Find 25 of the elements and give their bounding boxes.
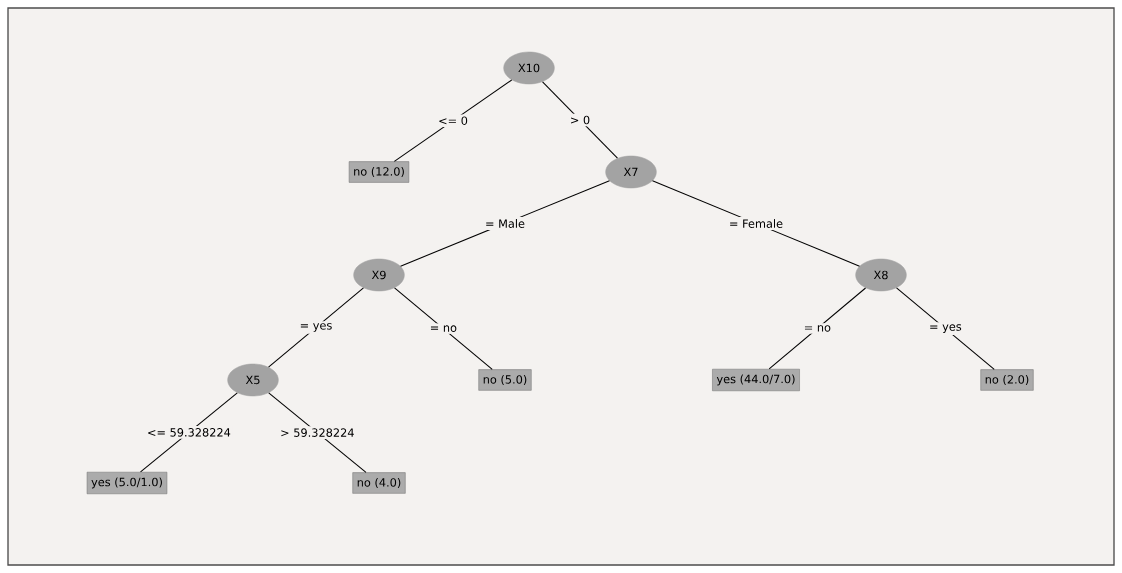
edge-label: = yes xyxy=(927,322,964,335)
edge-label: <= 59.328224 xyxy=(145,426,233,439)
tree-branch xyxy=(393,79,513,162)
leaf-box: no (5.0) xyxy=(478,369,532,391)
decision-node: X5 xyxy=(227,363,279,397)
leaf-box: no (2.0) xyxy=(980,369,1034,391)
leaf-box: yes (5.0/1.0) xyxy=(86,471,168,495)
leaf-box: yes (44.0/7.0) xyxy=(712,368,800,392)
leaf-box: no (12.0) xyxy=(348,161,410,183)
edge-label: = yes xyxy=(297,321,335,334)
edge-label: = Female xyxy=(726,217,786,230)
leaf-box: no (4.0) xyxy=(352,472,406,494)
decision-node: X7 xyxy=(605,155,657,189)
edge-label: > 59.328224 xyxy=(278,426,357,439)
tree-branch xyxy=(394,287,493,370)
edge-label: = no xyxy=(801,323,833,334)
edge-label: = no xyxy=(427,323,459,334)
tree-branch xyxy=(768,287,867,370)
tree-branch xyxy=(542,81,618,159)
edge-label: <= 0 xyxy=(436,114,470,127)
decision-node: X10 xyxy=(503,51,555,85)
tree-branch xyxy=(896,287,995,370)
edge-label: = Male xyxy=(483,217,527,230)
decision-node: X9 xyxy=(353,258,405,292)
decision-node: X8 xyxy=(855,258,907,292)
